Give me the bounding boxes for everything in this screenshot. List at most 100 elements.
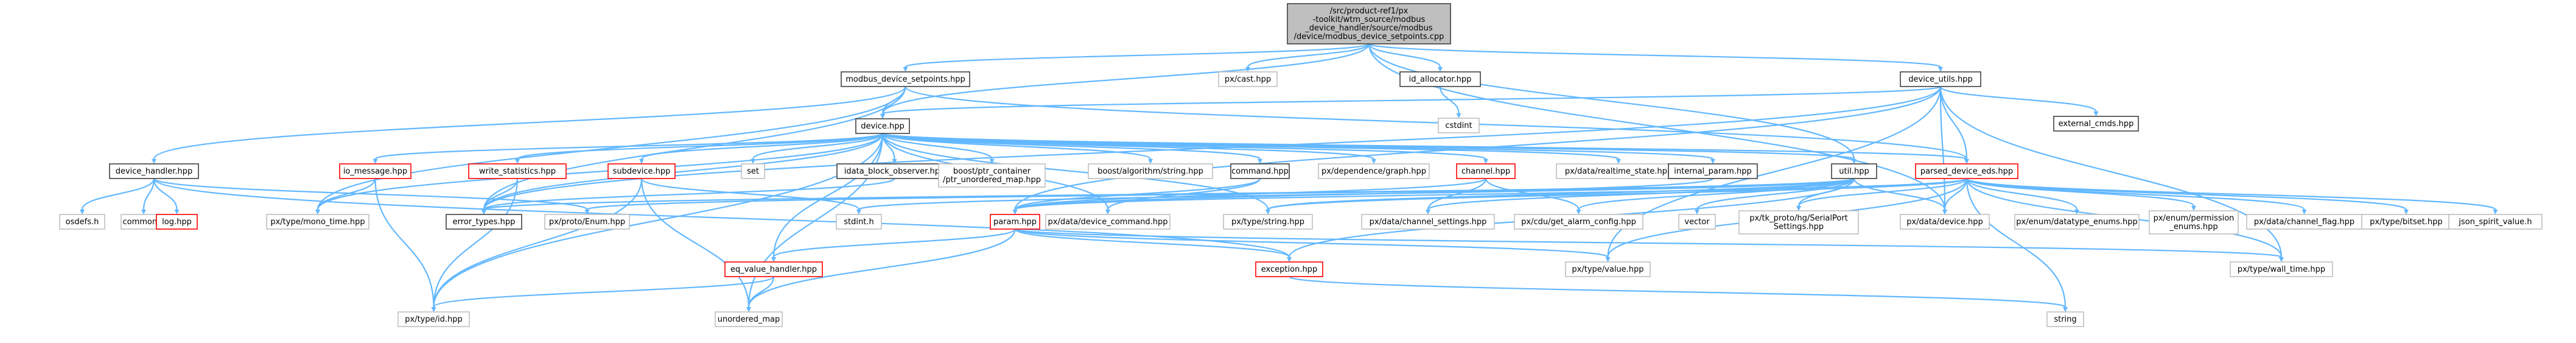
node-set: set <box>741 163 765 179</box>
edge-device_utils_hpp-to-parsed_device_eds_hpp <box>1939 86 1968 160</box>
edge-arrowhead <box>2063 307 2068 312</box>
edge-device_hpp-to-io_message_hpp <box>374 132 884 160</box>
node-box <box>2149 210 2239 235</box>
edge-parsed_device_eds_hpp-to-json_spirit_value_h <box>1965 177 2496 211</box>
edge-arrowhead <box>1426 210 1430 214</box>
node-box <box>1565 261 1651 277</box>
node-box <box>446 214 522 230</box>
node-label: px/data/device.hpp <box>1906 217 1983 227</box>
node-box <box>1287 3 1451 44</box>
node-device_utils_hpp[interactable]: device_utils.hpp <box>1900 71 1981 87</box>
node-internal_param_hpp[interactable]: internal_param.hpp <box>1668 163 1758 179</box>
node-box <box>938 163 1046 188</box>
node-label: channel.hpp <box>1461 167 1510 176</box>
node-box <box>468 163 567 179</box>
edge-param_hpp-to-eq_value_handler_hpp <box>772 228 1016 258</box>
node-px_data_realtime_state_hpp: px/data/realtime_state.hpp <box>1556 163 1681 179</box>
edge-arrowhead <box>515 159 520 164</box>
node-box <box>1678 214 1716 230</box>
edge-device_hpp-to-subdevice_hpp <box>640 132 884 160</box>
edge-parsed_device_eds_hpp-to-px_enum_datatype_enums_hpp <box>1965 178 2078 210</box>
edge-arrowhead <box>1942 210 1947 214</box>
node-box <box>1900 214 1990 230</box>
node-box <box>724 261 823 277</box>
node-external_cmds_hpp[interactable]: external_cmds.hpp <box>2053 116 2139 132</box>
node-box <box>1045 214 1171 230</box>
node-string: string <box>2046 311 2084 327</box>
node-idata_block_observer_hpp[interactable]: idata_block_observer.hpp <box>836 163 953 179</box>
node-box <box>836 163 953 179</box>
node-box <box>1668 163 1758 179</box>
node-modbus_device_setpoints_hpp[interactable]: modbus_device_setpoints.hpp <box>841 71 970 87</box>
edge-channel_hpp-to-px_cdu_get_alarm_config_hpp <box>1485 178 1580 210</box>
edge-device_handler_hpp-to-log_hpp <box>153 178 178 210</box>
node-label: px/enum/datatype_enums.hpp <box>2016 217 2137 227</box>
node-label: device_handler.hpp <box>116 167 193 176</box>
node-root[interactable]: /src/product-ref1/px-toolkit/wtm_source/… <box>1287 3 1451 44</box>
edge-arrowhead <box>880 114 885 119</box>
node-label: _enums.hpp <box>2169 222 2217 232</box>
node-label: error_types.hpp <box>453 217 516 227</box>
node-device_hpp[interactable]: device.hpp <box>855 118 910 134</box>
node-io_message_hpp[interactable]: io_message.hpp <box>339 163 411 179</box>
node-label: px/data/channel_flag.hpp <box>2254 217 2354 227</box>
node-box <box>156 214 198 230</box>
edge-device_handler_hpp-to-exception_hpp <box>153 178 1290 258</box>
edge-write_statistics_hpp-to-error_types_hpp <box>483 178 519 210</box>
node-parsed_device_eds_hpp[interactable]: parsed_device_eds.hpp <box>1915 163 2018 179</box>
node-box <box>841 71 970 87</box>
node-px_data_channel_settings_hpp: px/data/channel_settings.hpp <box>1361 214 1495 230</box>
node-param_hpp[interactable]: param.hpp <box>990 214 1040 230</box>
edge-arrowhead <box>1710 159 1715 164</box>
edge-arrowhead <box>2279 257 2284 262</box>
node-subdevice_hpp[interactable]: subdevice.hpp <box>607 163 676 179</box>
edge-util_hpp-to-vector <box>1696 178 1855 210</box>
node-eq_value_handler_hpp[interactable]: eq_value_handler.hpp <box>724 261 823 277</box>
node-box <box>59 214 105 230</box>
node-util_hpp[interactable]: util.hpp <box>1831 163 1877 179</box>
edge-arrowhead <box>1287 257 1292 262</box>
node-label: cstdint <box>1445 121 1472 130</box>
edge-arrowhead <box>2404 210 2409 214</box>
edge-subdevice_hpp-to-stdint_h <box>640 178 860 210</box>
node-label: device_utils.hpp <box>1908 75 1972 84</box>
edge-arrowhead <box>1616 159 1621 164</box>
node-command_hpp[interactable]: command.hpp <box>1230 163 1290 179</box>
edge-exception_hpp-to-string <box>1288 275 2067 308</box>
node-px_type_id_hpp: px/type/id.hpp <box>397 311 470 327</box>
node-box <box>836 214 882 230</box>
node-label: px/type/string.hpp <box>1231 217 1304 227</box>
edge-parsed_device_eds_hpp-to-string <box>1965 178 2067 308</box>
node-px_type_wall_time_hpp: px/type/wall_time.hpp <box>2230 261 2333 277</box>
edge-arrowhead <box>2301 210 2307 214</box>
edge-arrowhead <box>2493 210 2498 214</box>
edge-device_hpp-to-set <box>752 133 884 160</box>
node-box <box>1438 118 1480 133</box>
edge-root-to-modbus_device_setpoints_hpp <box>905 43 1370 68</box>
node-box <box>855 118 910 134</box>
node-px_cdu_get_alarm_config_hpp: px/cdu/get_alarm_config.hpp <box>1514 214 1643 230</box>
node-error_types_hpp[interactable]: error_types.hpp <box>446 214 522 230</box>
edge-root-to-util_hpp <box>1368 43 1855 160</box>
edge-util_hpp-to-error_types_hpp <box>483 177 1855 211</box>
node-px_type_value_hpp: px/type/value.hpp <box>1565 261 1651 277</box>
node-channel_hpp[interactable]: channel.hpp <box>1456 163 1516 179</box>
node-id_allocator_hpp[interactable]: id_allocator.hpp <box>1399 71 1481 87</box>
edge-write_statistics_hpp-to-px_type_id_hpp <box>433 178 519 308</box>
edge-util_hpp-to-px_data_device_hpp <box>1853 178 1946 210</box>
node-device_handler_hpp[interactable]: device_handler.hpp <box>109 163 199 179</box>
node-write_statistics_hpp[interactable]: write_statistics.hpp <box>468 163 567 179</box>
edge-arrowhead <box>1695 210 1699 214</box>
edge-modbus_device_setpoints_hpp-to-parsed_device_eds_hpp <box>905 86 1968 160</box>
node-json_spirit_value_h: json_spirit_value.h <box>2448 214 2543 230</box>
node-box <box>2014 214 2140 230</box>
node-box <box>990 214 1040 230</box>
node-log_hpp[interactable]: log.hpp <box>156 214 198 230</box>
node-label: json_spirit_value.h <box>2458 217 2532 227</box>
node-label: log.hpp <box>162 217 192 227</box>
node-exception_hpp[interactable]: exception.hpp <box>1255 261 1323 277</box>
node-box <box>1900 71 1981 87</box>
node-box <box>1088 163 1213 179</box>
node-px_data_device_command_hpp: px/data/device_command.hpp <box>1045 214 1171 230</box>
